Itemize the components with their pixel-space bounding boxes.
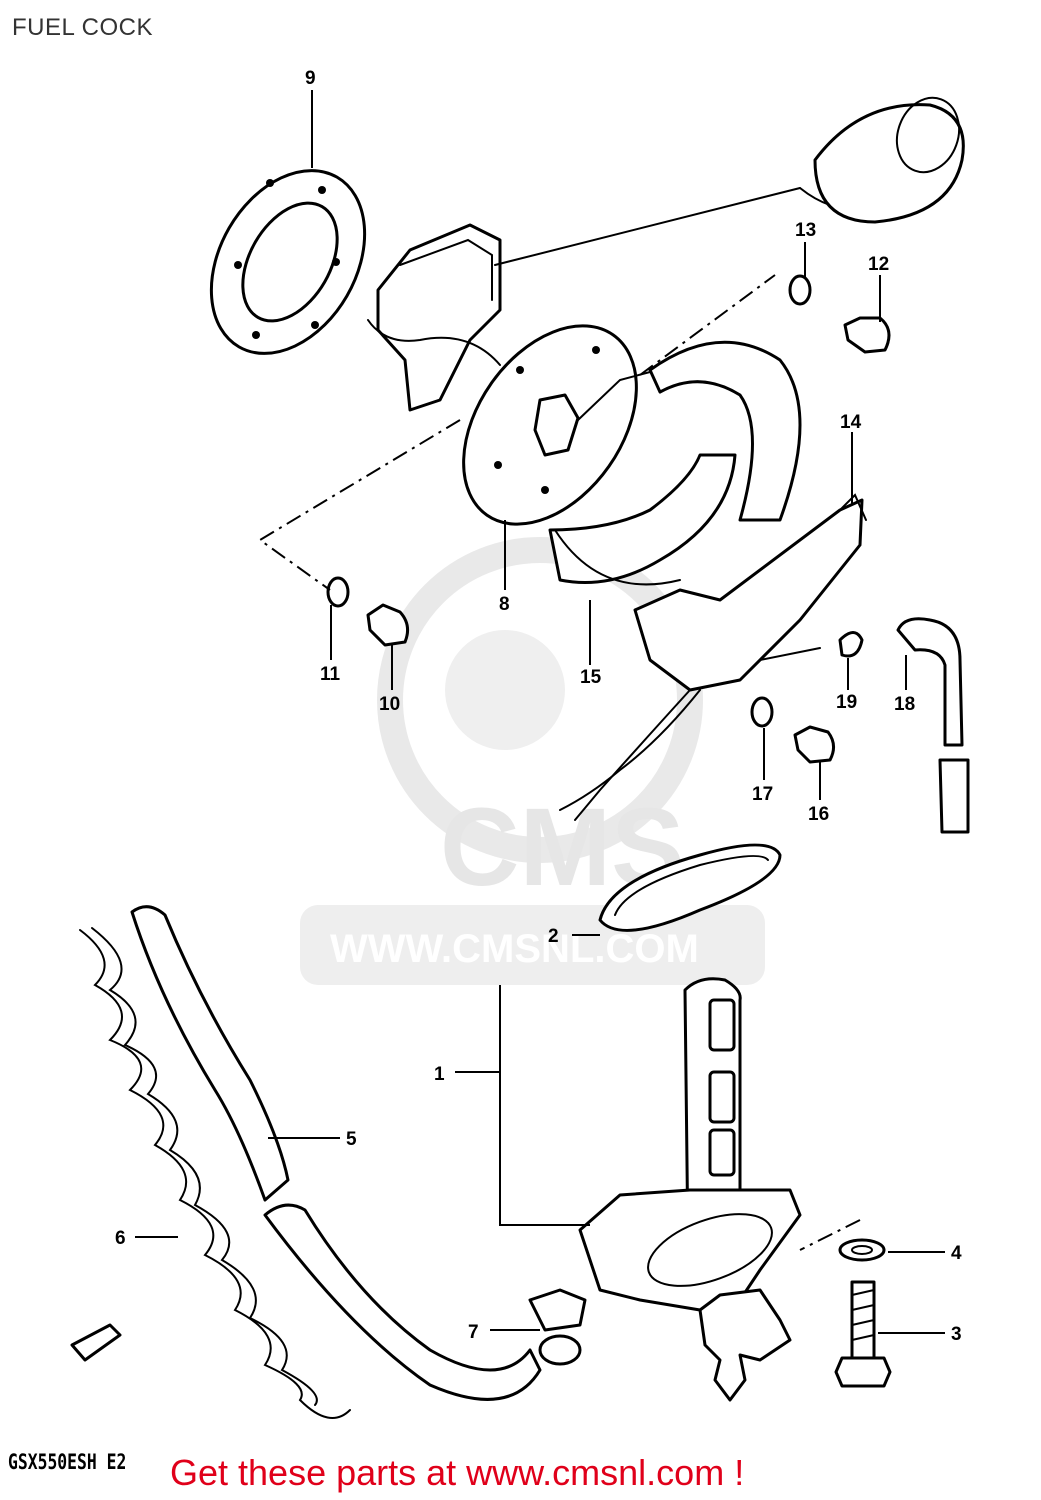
part-3-bolt[interactable] — [834, 1280, 892, 1388]
fuel-level-sender[interactable] — [367, 89, 969, 412]
part-11-washer[interactable] — [326, 576, 350, 608]
part-10-screw[interactable] — [366, 603, 410, 647]
callout-17: 17 — [752, 784, 773, 805]
part-4-washer[interactable] — [838, 1238, 886, 1262]
front-arrow-marker — [70, 1323, 122, 1362]
callout-3: 3 — [951, 1324, 962, 1345]
cms-watermark: CMS WWW.CMSNL.COM — [300, 537, 765, 985]
part-2-o-ring[interactable] — [598, 843, 782, 932]
part-18-hose[interactable] — [896, 617, 970, 834]
part-16-screw[interactable] — [793, 725, 835, 764]
callout-19: 19 — [836, 692, 857, 713]
callout-10: 10 — [379, 694, 400, 715]
callout-7: 7 — [468, 1322, 479, 1343]
callout-14: 14 — [840, 412, 862, 433]
part-17-washer[interactable] — [750, 696, 774, 728]
part-5-fuel-hose[interactable] — [130, 905, 542, 1401]
part-1-fuel-cock[interactable] — [528, 977, 802, 1402]
part-14-strainer-cover[interactable] — [559, 493, 867, 821]
callout-4: 4 — [951, 1243, 962, 1264]
part-7-clamp[interactable] — [538, 1334, 582, 1366]
callout-11: 11 — [320, 664, 341, 685]
leader-lines — [135, 90, 945, 1334]
callout-12: 12 — [868, 254, 889, 275]
watermark-url: WWW.CMSNL.COM — [330, 927, 699, 971]
callout-8: 8 — [499, 594, 510, 615]
callout-6: 6 — [115, 1228, 126, 1249]
callout-16: 16 — [808, 804, 829, 825]
part-9-gasket[interactable] — [180, 143, 396, 381]
page-title: FUEL COCK — [12, 14, 153, 41]
part-8-mounting-plate[interactable] — [428, 294, 672, 557]
part-15-fuel-hose-loop[interactable] — [548, 340, 802, 586]
callout-18: 18 — [894, 694, 915, 715]
callout-1: 1 — [434, 1064, 445, 1085]
part-19-clip[interactable] — [838, 631, 864, 658]
part-13-washer[interactable] — [788, 274, 812, 306]
callout-13: 13 — [795, 220, 816, 241]
model-code: GSX550ESH E2 — [8, 1450, 127, 1474]
part-12-screw[interactable] — [843, 316, 891, 354]
callout-15: 15 — [580, 667, 602, 688]
alignment-lines — [258, 274, 861, 1251]
promo-link-text[interactable]: Get these parts at www.cmsnl.com ! — [170, 1452, 745, 1493]
callout-9: 9 — [305, 68, 316, 89]
part-6-spring[interactable] — [79, 927, 351, 1419]
callout-5: 5 — [346, 1129, 357, 1150]
callout-numbers: 9 13 12 14 8 15 11 10 19 18 17 16 2 1 5 … — [115, 68, 962, 1345]
callout-2: 2 — [548, 926, 559, 947]
